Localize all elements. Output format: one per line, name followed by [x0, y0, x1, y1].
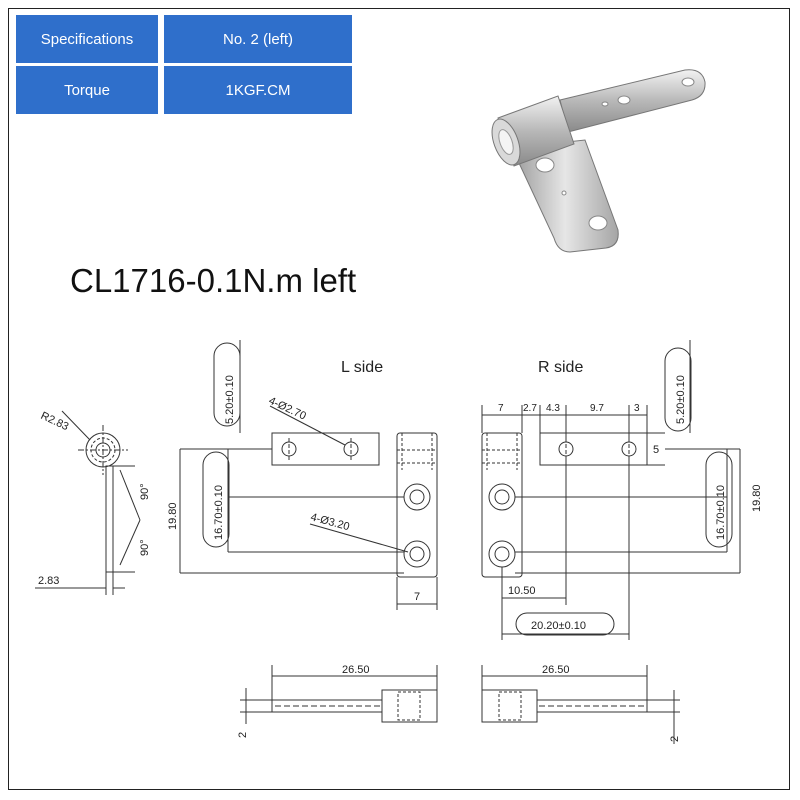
dim-angle-1: 90°	[139, 483, 151, 500]
r-dim-seg3: 4.3	[546, 403, 560, 414]
l-dim-width-knuckle: 7	[414, 591, 420, 603]
r-dim-seg2: 2.7	[523, 403, 537, 414]
spec-label-torque: Torque	[16, 66, 158, 114]
l-knuckle	[396, 432, 438, 578]
bottom-left-length: 26.50	[342, 664, 370, 676]
r-dim-seg4: 9.7	[590, 403, 604, 414]
r-dim-seg5: 3	[634, 403, 640, 414]
drawing-title: CL1716-0.1N.m left	[70, 262, 357, 299]
bottom-left-knuckle	[381, 689, 438, 723]
r-dim-width: 5	[653, 444, 659, 456]
spec-value-torque: 1KGF.CM	[164, 66, 352, 114]
dim-radius: R2.83	[39, 410, 71, 433]
r-side-label: R side	[538, 359, 583, 376]
spec-label-specifications: Specifications	[16, 15, 158, 63]
l-dim-hole-small: 4-Ø2.70	[267, 395, 308, 423]
bottom-left-thickness: 2	[237, 732, 249, 738]
side-plate	[105, 465, 114, 573]
bottom-right-knuckle	[481, 689, 538, 723]
bottom-right-thickness: 2	[669, 736, 681, 742]
r-dim-hole-pitch: 16.70±0.10	[715, 485, 727, 540]
dim-angle-2: 90°	[139, 539, 151, 556]
l-side-label: L side	[341, 359, 383, 376]
image-frame	[8, 8, 790, 790]
r-arm	[539, 432, 648, 466]
l-arm	[271, 432, 380, 466]
l-dim-hole-pitch: 16.70±0.10	[213, 485, 225, 540]
r-dim-offset-top: 5.20±0.10	[675, 375, 687, 424]
dim-thickness-side: 2.83	[38, 575, 59, 587]
bottom-right-length: 26.50	[542, 664, 570, 676]
bottom-right-arm	[536, 699, 648, 713]
r-dim-span: 20.20±0.10	[531, 620, 586, 632]
r-dim-seg1: 7	[498, 403, 504, 414]
r-knuckle	[481, 432, 523, 578]
r-dim-offset: 10.50	[508, 585, 536, 597]
l-dim-height-total: 19.80	[167, 502, 179, 530]
spec-value-specifications: No. 2 (left)	[164, 15, 352, 63]
hinge-photo	[491, 69, 706, 253]
r-dim-height-total: 19.80	[751, 484, 763, 512]
l-dim-offset-top: 5.20±0.10	[224, 375, 236, 424]
